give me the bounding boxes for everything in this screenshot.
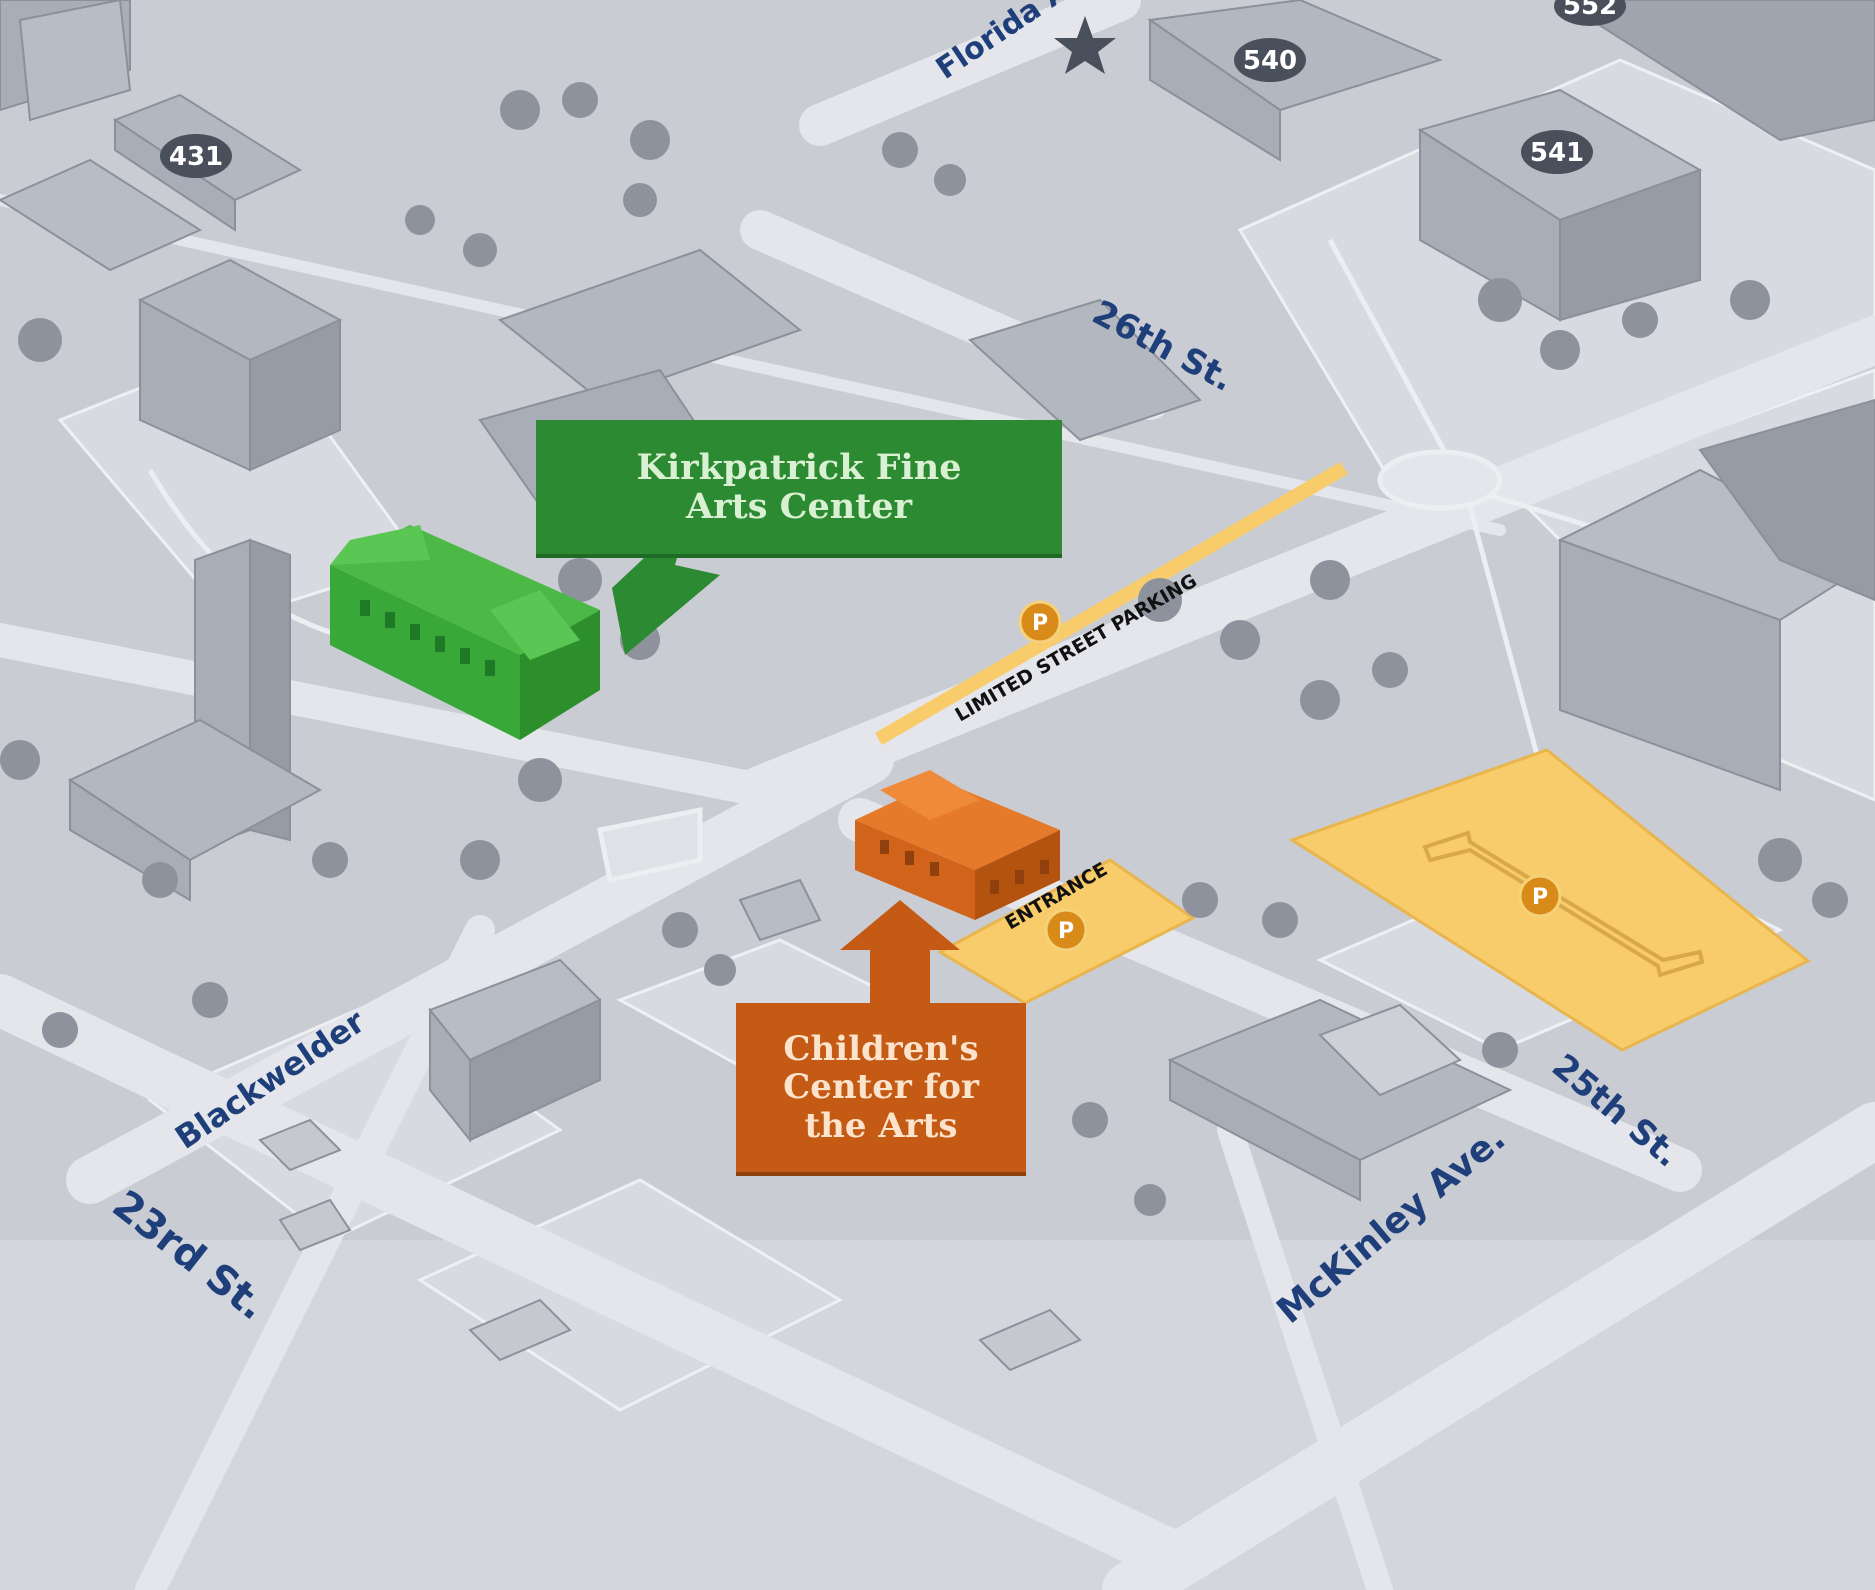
campus-buildings [0, 0, 1875, 1372]
svg-text:552: 552 [1563, 0, 1617, 21]
star-icon [1054, 16, 1116, 74]
kirkpatrick-fine-arts-center-callout[interactable]: Kirkpatrick Fine Arts Center [536, 420, 1062, 558]
parking-marker-street: P [1018, 600, 1062, 644]
building-number-540: 540 [1234, 38, 1306, 82]
road-mckinley [1102, 1102, 1875, 1590]
road-23rd [0, 974, 1206, 1586]
childrens-center-for-the-arts-callout[interactable]: Children's Center for the Arts [736, 1003, 1026, 1176]
kirkpatrick-callout-line2: Arts Center [685, 486, 913, 527]
svg-text:431: 431 [169, 142, 223, 172]
building-number-541: 541 [1521, 130, 1593, 174]
road-south [1217, 1117, 1393, 1590]
childrens-callout-line2: Center for [783, 1067, 979, 1108]
kirkpatrick-callout-line1: Kirkpatrick Fine [636, 446, 962, 488]
road-west [0, 623, 777, 807]
childrens-arrow [840, 900, 960, 1003]
parking-marker-label: P [1532, 885, 1548, 910]
road-minor-north [0, 194, 1506, 536]
parking-marker-entrance: P [1044, 908, 1088, 952]
parking-marker-label: P [1032, 611, 1048, 636]
kirkpatrick-arrow [612, 540, 720, 655]
childrens-callout-line1: Children's [783, 1029, 979, 1070]
road-southwest [135, 915, 495, 1590]
limited-street-parking-strip [875, 462, 1348, 745]
building-number-431: 431 [160, 134, 232, 178]
svg-text:540: 540 [1243, 46, 1297, 76]
kirkpatrick-building [330, 525, 600, 740]
parking-marker-east: P [1518, 874, 1562, 918]
building-number-552: 552 [1554, 0, 1626, 26]
childrens-center-building [855, 770, 1060, 920]
svg-text:541: 541 [1530, 138, 1584, 168]
road-florida [799, 0, 1141, 146]
childrens-callout-line3: the Arts [804, 1105, 958, 1146]
parking-marker-label: P [1058, 919, 1074, 944]
